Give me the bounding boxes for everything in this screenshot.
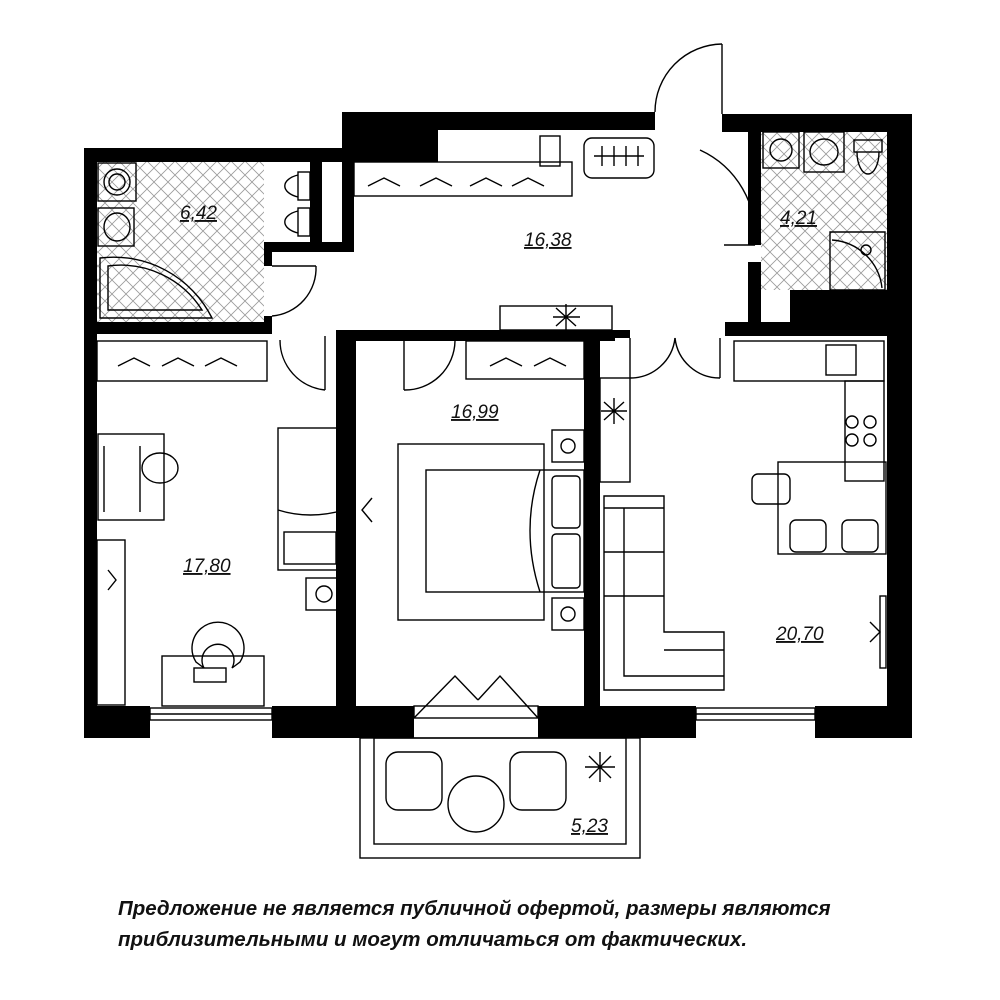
wardrobe-bedroom [465,340,585,380]
walls [84,112,912,738]
doors [271,43,757,719]
bathtub-icon [99,256,214,319]
plant-icon [499,304,613,331]
plant-living-icon [599,377,631,483]
sofa [603,495,725,691]
area-label-kitchen-living: 20,70 [775,624,824,645]
shelf-room-left [96,539,126,706]
area-label-bedroom: 16,99 [451,402,499,423]
toilet-icon [284,171,311,237]
area-label-hallway: 16,38 [524,230,572,251]
radiator-icon [583,137,655,179]
desk-room-left [97,433,179,521]
bed-room-left [277,427,345,571]
disclaimer-line-1: Предложение не является публичной оферто… [118,897,831,920]
nightstands-bedroom [551,429,585,631]
windows [149,705,816,721]
wardrobe-room-left [96,340,268,382]
area-label-room-left: 17,80 [183,556,231,577]
balcony-furniture [385,751,615,833]
bathroom-tile-floor [97,162,264,322]
wardrobe-hallway [353,135,573,197]
nightstand-room-left [305,577,343,611]
disclaimer-line-2: приблизительными и могут отличаться от ф… [118,928,748,951]
shower-icon [829,231,886,291]
wc-toilet-icon [853,139,883,175]
tv-living [869,595,887,669]
area-label-wc: 4,21 [780,208,817,229]
sink-icon [97,207,135,247]
wc-tile-floor [761,130,887,290]
balcony-outline [359,737,641,859]
floor-plan: 6,42 16,38 4,21 17,80 16,99 20,70 5,23 [84,43,912,859]
kitchen-counter [733,340,885,482]
dining-table [751,461,887,555]
wc-sink-icon [803,131,845,173]
washing-machine-icon [97,162,137,202]
wc-washing-machine-icon [762,131,800,169]
tv-bedroom [361,497,373,523]
desk-chair-room-left [161,621,265,707]
area-label-bathroom: 6,42 [180,203,217,224]
area-label-balcony: 5,23 [571,816,608,837]
disclaimer-text: Предложение не является публичной оферто… [118,893,958,955]
bed-bedroom [397,443,585,621]
